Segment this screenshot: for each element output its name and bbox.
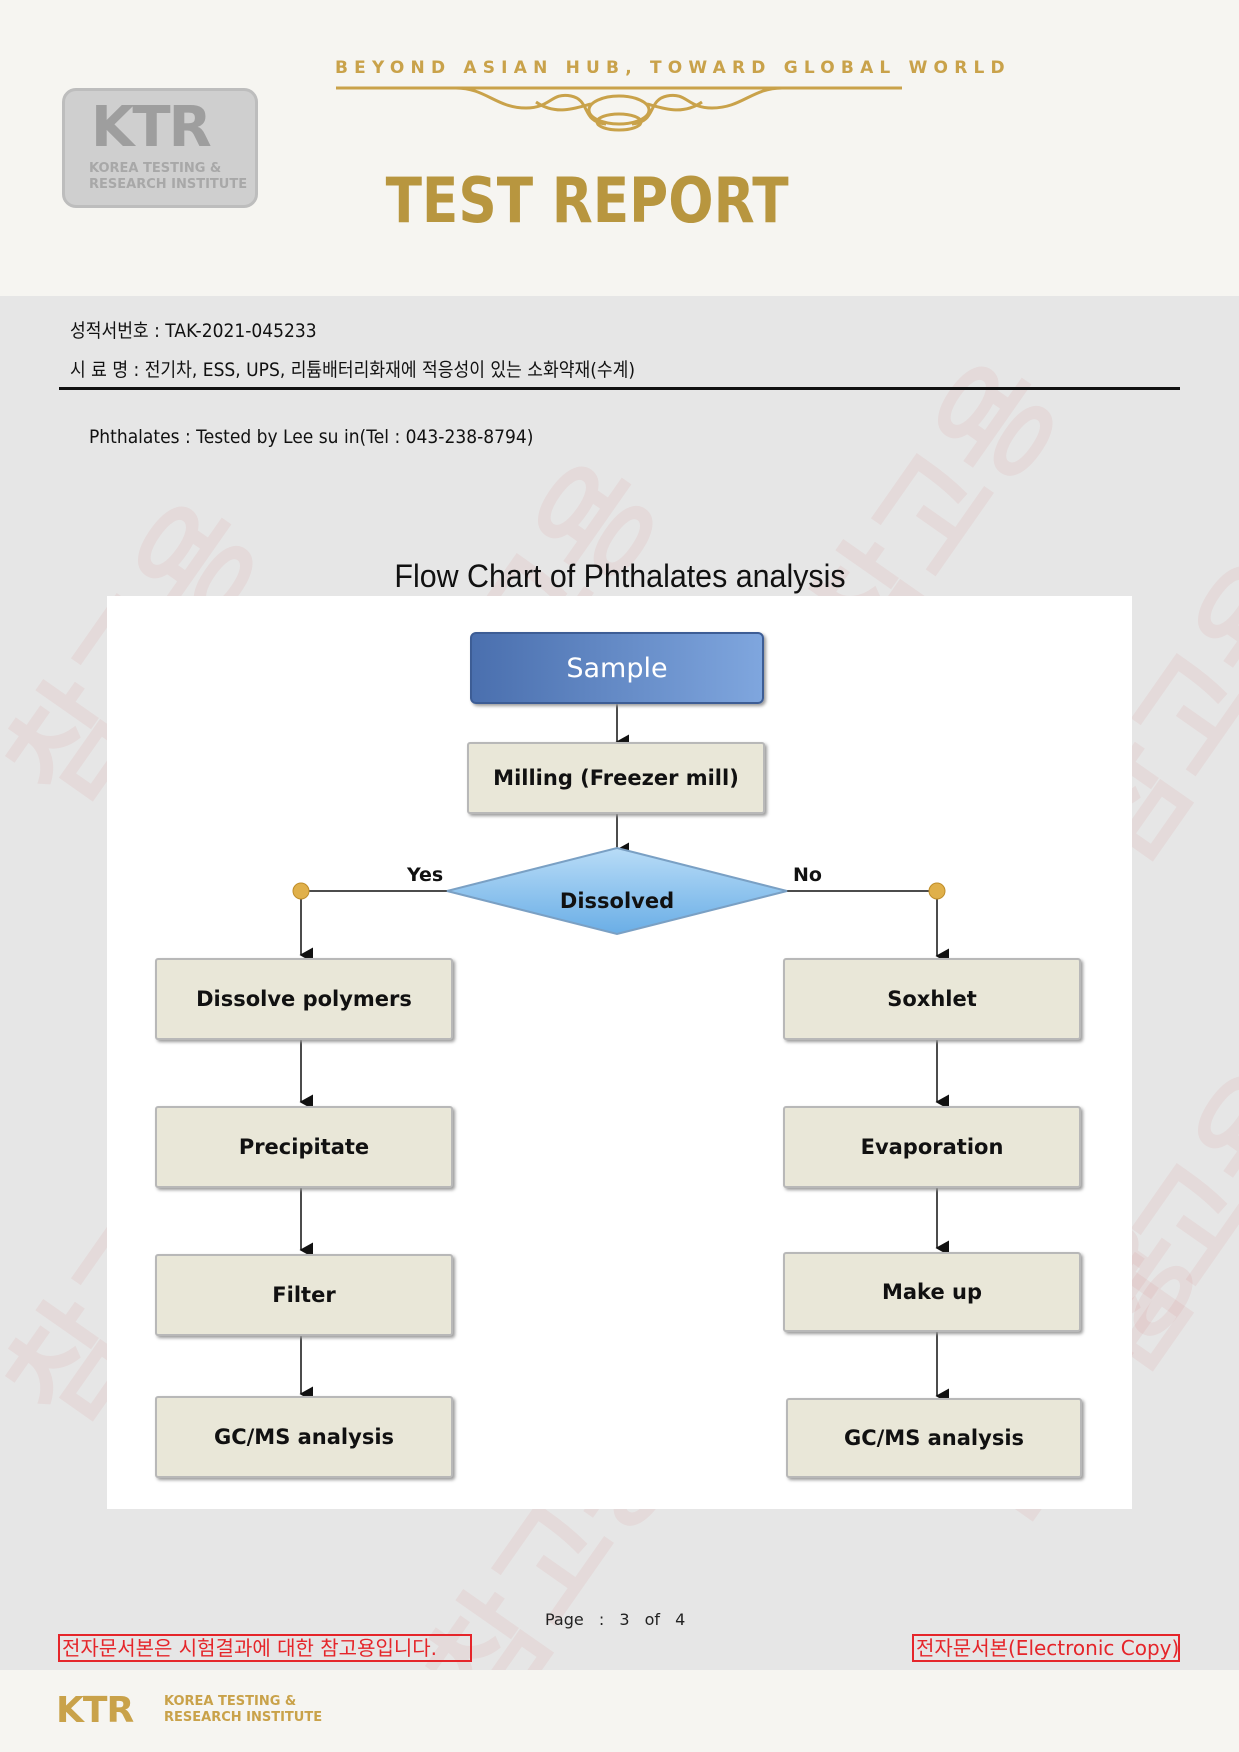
footer-band (0, 1670, 1239, 1752)
decision-label: Dissolved (559, 889, 675, 913)
page-label: Page : (545, 1610, 605, 1629)
reference-notice: 전자문서본은 시험결과에 대한 참고용입니다. (58, 1634, 472, 1662)
logo-main-text: KTR (91, 95, 212, 160)
left-step-precipitate: Precipitate (155, 1106, 453, 1188)
left-step-filter: Filter (155, 1254, 453, 1336)
left-step-dissolve: Dissolve polymers (155, 958, 453, 1040)
no-label: No (793, 864, 822, 886)
right-step-gcms: GC/MS analysis (786, 1398, 1082, 1478)
ornament-icon (336, 86, 902, 132)
sample-name: 시 료 명 : 전기차, ESS, UPS, 리튬배터리화재에 적응성이 있는 … (70, 359, 636, 381)
ktr-logo: KTR KOREA TESTING & RESEARCH INSTITUTE (62, 88, 258, 208)
page-of: of (644, 1610, 661, 1629)
left-step-gcms: GC/MS analysis (155, 1396, 453, 1478)
logo-sub-text: KOREA TESTING & RESEARCH INSTITUTE (89, 161, 248, 192)
report-number: 성적서번호 : TAK-2021-045233 (70, 320, 317, 342)
yes-label: Yes (407, 864, 444, 886)
milling-node: Milling (Freezer mill) (467, 742, 765, 814)
tagline: BEYOND ASIAN HUB, TOWARD GLOBAL WORLD (335, 58, 1011, 78)
page-current: 3 (619, 1610, 630, 1629)
tested-by: Phthalates : Tested by Lee su in(Tel : 0… (89, 426, 534, 448)
header-divider (59, 387, 1180, 390)
flowchart-title: Flow Chart of Phthalates analysis (394, 558, 846, 594)
page-number: Page : 3 of 4 (545, 1610, 685, 1629)
footer-logo-main: KTR (56, 1690, 134, 1731)
right-step-evaporation: Evaporation (783, 1106, 1081, 1188)
page-total: 4 (675, 1610, 686, 1629)
footer-logo-sub: KOREA TESTING & RESEARCH INSTITUTE (164, 1694, 323, 1725)
report-header: KTR KOREA TESTING & RESEARCH INSTITUTE B… (0, 0, 1239, 296)
report-title: TEST REPORT (385, 164, 789, 237)
sample-node: Sample (470, 632, 764, 704)
right-step-makeup: Make up (783, 1252, 1081, 1332)
flowchart-panel: Sample Milling (Freezer mill) Dissolved … (107, 596, 1132, 1509)
electronic-copy-notice: 전자문서본(Electronic Copy) (912, 1634, 1180, 1662)
right-step-soxhlet: Soxhlet (783, 958, 1081, 1040)
decision-diamond (446, 846, 788, 936)
flowchart-connectors (292, 704, 949, 1404)
